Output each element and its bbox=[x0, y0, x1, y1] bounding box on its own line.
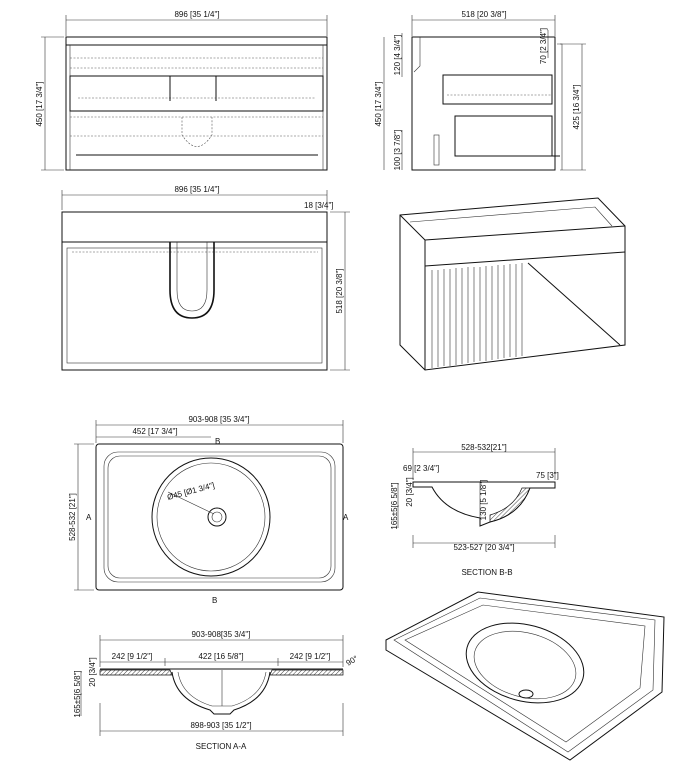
bb-thickness-label: 20 [3/4"] bbox=[405, 477, 414, 507]
bb-left-rim-label: 69 [2 3/4"] bbox=[403, 464, 439, 473]
aa-bottom-width-label: 898-903 [35 1/2"] bbox=[190, 721, 251, 730]
basin-depth-label: 528-532 [21"] bbox=[68, 493, 77, 541]
side-inner-height-label: 425 [16 3/4"] bbox=[572, 84, 581, 129]
front-width-label: 896 [35 1/4"] bbox=[174, 10, 219, 19]
side-view: 518 [20 3/8"] 450 [17 3/4"] 120 [4 3/4"]… bbox=[374, 10, 586, 171]
side-depth-label: 518 [20 3/8"] bbox=[461, 10, 506, 19]
top-depth-label: 518 [20 3/8"] bbox=[335, 268, 344, 313]
front-view: 896 [35 1/4"] 450 [17 3/4"] bbox=[35, 10, 328, 171]
drain-diameter-label: Ø45 [Ø1 3/4"] bbox=[166, 481, 215, 502]
cabinet-3d-view bbox=[399, 197, 626, 371]
top-width-label: 896 [35 1/4"] bbox=[174, 185, 219, 194]
basin-center-label: 452 [17 3/4"] bbox=[132, 427, 177, 436]
bb-bowl-depth-label: 130 [5 1/8"] bbox=[479, 480, 488, 521]
bb-bottom-width-label: 523-527 [20 3/4"] bbox=[453, 543, 514, 552]
section-aa-view: 903-908[35 3/4"] 242 [9 1/2"] 422 [16 5/… bbox=[73, 630, 359, 751]
section-marker-b-bottom: B bbox=[212, 596, 217, 605]
aa-width-label: 903-908[35 3/4"] bbox=[192, 630, 251, 639]
basin-width-label: 903-908 [35 3/4"] bbox=[188, 415, 249, 424]
section-bb-title: SECTION B-B bbox=[461, 568, 512, 577]
section-aa-title: SECTION A-A bbox=[196, 742, 247, 751]
aa-thickness-label: 20 [3/4"] bbox=[88, 657, 97, 687]
side-bottom-gap-label: 100 [3 7/8"] bbox=[393, 130, 402, 171]
section-marker-a-right: A bbox=[343, 513, 349, 522]
fluted-panel bbox=[431, 262, 621, 368]
bb-height-label: 165±5[6 5/8"] bbox=[390, 482, 399, 529]
aa-left-label: 242 [9 1/2"] bbox=[112, 652, 153, 661]
basin-3d-view bbox=[385, 591, 665, 761]
top-view: 896 [35 1/4"] 18 [3/4"] 518 [20 3/8"] bbox=[61, 185, 350, 371]
aa-middle-label: 422 [16 5/8"] bbox=[198, 652, 243, 661]
side-top-gap-label: 120 [4 3/4"] bbox=[393, 35, 402, 76]
side-top-offset-label: 70 [2 3/4"] bbox=[539, 28, 548, 64]
bb-width-label: 528-532[21"] bbox=[461, 443, 507, 452]
aa-angle-label: 90° bbox=[345, 654, 360, 668]
top-thickness-label: 18 [3/4"] bbox=[304, 201, 334, 210]
side-height-label: 450 [17 3/4"] bbox=[374, 81, 383, 126]
aa-right-label: 242 [9 1/2"] bbox=[290, 652, 331, 661]
front-height-label: 450 [17 3/4"] bbox=[35, 81, 44, 126]
section-marker-a-left: A bbox=[86, 513, 92, 522]
basin-plan-view: 903-908 [35 3/4"] 452 [17 3/4"] B B A A … bbox=[68, 415, 349, 605]
aa-height-label: 165±5[6 5/8"] bbox=[73, 670, 82, 717]
bb-right-rim-label: 75 [3"] bbox=[536, 471, 559, 480]
section-marker-b-top: B bbox=[215, 437, 220, 446]
section-bb-view: 528-532[21"] 69 [2 3/4"] 75 [3"] 20 [3/4… bbox=[390, 443, 559, 577]
